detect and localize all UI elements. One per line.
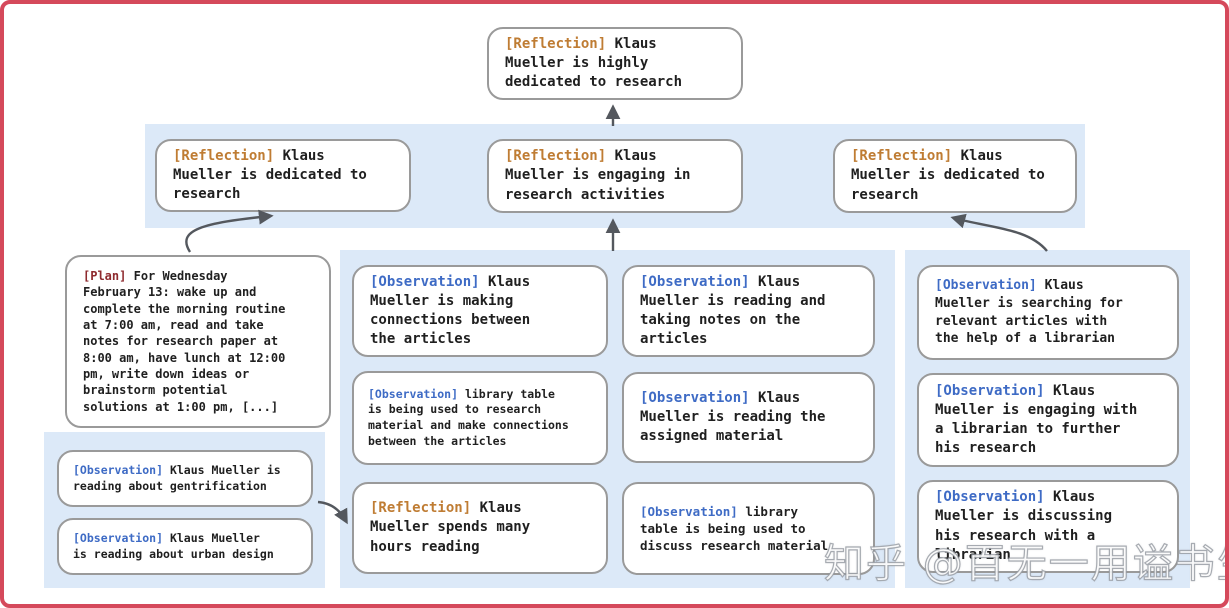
node-obs-discussing-librarian: [Observation] Klaus Mueller is discussin… bbox=[917, 480, 1179, 573]
node-text-wrap: [Observation] Klaus Mueller is reading a… bbox=[73, 463, 294, 494]
node-plan: [Plan] For Wednesday February 13: wake u… bbox=[65, 255, 331, 428]
reflection-tag: [Reflection] bbox=[505, 35, 607, 52]
node-text-wrap: [Observation] Klaus Mueller is searching… bbox=[935, 277, 1127, 348]
node-text: Klaus Mueller is reading the assigned ma… bbox=[640, 389, 826, 445]
node-text: library table is being used to discuss r… bbox=[640, 504, 829, 553]
observation-tag: [Observation] bbox=[73, 530, 164, 545]
reflection-tag: [Reflection] bbox=[370, 500, 472, 517]
node-text: library table is being used to research … bbox=[368, 386, 569, 448]
observation-tag: [Observation] bbox=[935, 489, 1045, 506]
node-text: Klaus Mueller spends many hours reading bbox=[370, 500, 531, 555]
observation-tag: [Observation] bbox=[640, 504, 738, 519]
node-obs-urban-design: [Observation] Klaus Mueller is reading a… bbox=[57, 518, 313, 575]
node-reflection-left: [Reflection] Klaus Mueller is dedicated … bbox=[155, 139, 411, 212]
node-text-wrap: [Observation] Klaus Mueller is engaging … bbox=[935, 382, 1141, 458]
observation-tag: [Observation] bbox=[73, 462, 164, 477]
node-text: Klaus Mueller is dedicated to research bbox=[851, 148, 1045, 203]
node-text-wrap: [Reflection] Klaus Mueller spends many h… bbox=[370, 499, 561, 556]
observation-tag: [Observation] bbox=[935, 382, 1045, 399]
node-text-wrap: [Observation] Klaus Mueller is reading a… bbox=[640, 273, 836, 349]
node-text: Klaus Mueller is engaging in research ac… bbox=[505, 148, 691, 203]
node-obs-library-discuss: [Observation] library table is being use… bbox=[622, 482, 875, 575]
node-obs-gentrification: [Observation] Klaus Mueller is reading a… bbox=[57, 450, 313, 507]
node-reflection-mid: [Reflection] Klaus Mueller is engaging i… bbox=[487, 139, 743, 213]
node-text: Klaus Mueller is highly dedicated to res… bbox=[505, 35, 683, 91]
node-text-wrap: [Observation] Klaus Mueller is discussin… bbox=[935, 488, 1126, 564]
node-text-wrap: [Observation] library table is being use… bbox=[368, 387, 572, 450]
node-obs-assigned-material: [Observation] Klaus Mueller is reading t… bbox=[622, 372, 875, 463]
node-text: Klaus Mueller is dedicated to research bbox=[173, 147, 367, 203]
node-obs-connections: [Observation] Klaus Mueller is making co… bbox=[352, 265, 608, 357]
observation-tag: [Observation] bbox=[368, 386, 459, 401]
reflection-tag: [Reflection] bbox=[173, 147, 275, 164]
node-top-reflection: [Reflection] Klaus Mueller is highly ded… bbox=[487, 27, 743, 100]
node-text: Klaus Mueller is discussing his research… bbox=[935, 489, 1113, 563]
node-text: Klaus Mueller is reading about gentrific… bbox=[73, 462, 281, 493]
node-text-wrap: [Plan] For Wednesday February 13: wake u… bbox=[83, 268, 287, 415]
node-text-wrap: [Reflection] Klaus Mueller is engaging i… bbox=[505, 147, 706, 204]
node-text-wrap: [Observation] Klaus Mueller is reading a… bbox=[73, 531, 277, 562]
node-text: Klaus Mueller is reading about urban des… bbox=[73, 530, 274, 561]
node-text-wrap: [Reflection] Klaus Mueller is highly ded… bbox=[505, 35, 701, 92]
node-text-wrap: [Reflection] Klaus Mueller is dedicated … bbox=[851, 147, 1052, 204]
node-obs-engaging-librarian: [Observation] Klaus Mueller is engaging … bbox=[917, 373, 1179, 467]
node-text-wrap: [Reflection] Klaus Mueller is dedicated … bbox=[173, 147, 374, 204]
node-text-wrap: [Observation] library table is being use… bbox=[640, 503, 831, 554]
node-text: Klaus Mueller is searching for relevant … bbox=[935, 278, 1123, 347]
node-text: Klaus Mueller is reading and taking note… bbox=[640, 273, 826, 348]
node-text: Klaus Mueller is engaging with a librari… bbox=[935, 382, 1138, 457]
node-text: Klaus Mueller is making connections betw… bbox=[370, 273, 531, 348]
observation-tag: [Observation] bbox=[935, 278, 1037, 294]
node-text-wrap: [Observation] Klaus Mueller is reading t… bbox=[640, 389, 836, 446]
node-reflection-hours: [Reflection] Klaus Mueller spends many h… bbox=[352, 482, 608, 574]
reflection-tag: [Reflection] bbox=[505, 148, 607, 165]
plan-tag: [Plan] bbox=[83, 269, 127, 284]
observation-tag: [Observation] bbox=[640, 273, 750, 290]
node-obs-taking-notes: [Observation] Klaus Mueller is reading a… bbox=[622, 265, 875, 357]
node-obs-library-research: [Observation] library table is being use… bbox=[352, 371, 608, 465]
observation-tag: [Observation] bbox=[640, 389, 750, 406]
node-text-wrap: [Observation] Klaus Mueller is making co… bbox=[370, 273, 551, 349]
zhihu-watermark: 知乎 @百无一用谥书生 bbox=[823, 540, 1229, 587]
reflection-tag: [Reflection] bbox=[851, 148, 953, 165]
node-reflection-right: [Reflection] Klaus Mueller is dedicated … bbox=[833, 139, 1077, 213]
node-obs-searching-librarian: [Observation] Klaus Mueller is searching… bbox=[917, 265, 1179, 360]
node-text: For Wednesday February 13: wake up and c… bbox=[83, 269, 286, 414]
observation-tag: [Observation] bbox=[370, 273, 480, 290]
